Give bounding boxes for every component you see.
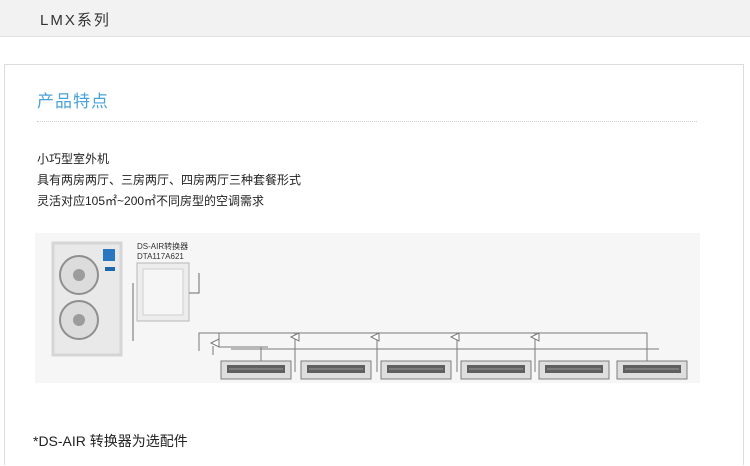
indoor-units <box>220 360 688 380</box>
indoor-unit-image <box>380 360 452 380</box>
converter-label: DS-AIR转换器 <box>137 241 188 251</box>
feature-item: 小巧型室外机 <box>37 152 110 166</box>
flow-arrows <box>209 332 540 348</box>
indoor-unit-image <box>538 360 610 380</box>
outdoor-unit-image <box>51 241 123 357</box>
converter-box-image <box>132 262 200 341</box>
feature-list: 小巧型室外机 具有两房两厅、三房两厅、四房两厅三种套餐形式 灵活对应105㎡~2… <box>37 149 301 212</box>
indoor-unit-image <box>300 360 372 380</box>
system-diagram-svg: DS-AIR转换器 DTA117A621 <box>51 241 688 380</box>
converter-model-label: DTA117A621 <box>137 252 184 261</box>
page-title: LMX系列 <box>40 12 111 29</box>
indoor-unit-image <box>616 360 688 380</box>
indoor-unit-image <box>220 360 292 380</box>
content-panel: 产品特点 小巧型室外机 具有两房两厅、三房两厅、四房两厅三种套餐形式 灵活对应1… <box>4 64 744 465</box>
header-bar: LMX系列 <box>0 0 750 37</box>
section-divider <box>37 121 697 122</box>
system-diagram: DS-AIR转换器 DTA117A621 <box>35 233 700 383</box>
optional-accessory-note: *DS-AIR 转换器为选配件 <box>33 433 188 449</box>
feature-item: 灵活对应105㎡~200㎡不同房型的空调需求 <box>37 194 265 208</box>
indoor-unit-image <box>460 360 532 380</box>
section-title: 产品特点 <box>37 92 109 111</box>
feature-item: 具有两房两厅、三房两厅、四房两厅三种套餐形式 <box>37 173 302 187</box>
